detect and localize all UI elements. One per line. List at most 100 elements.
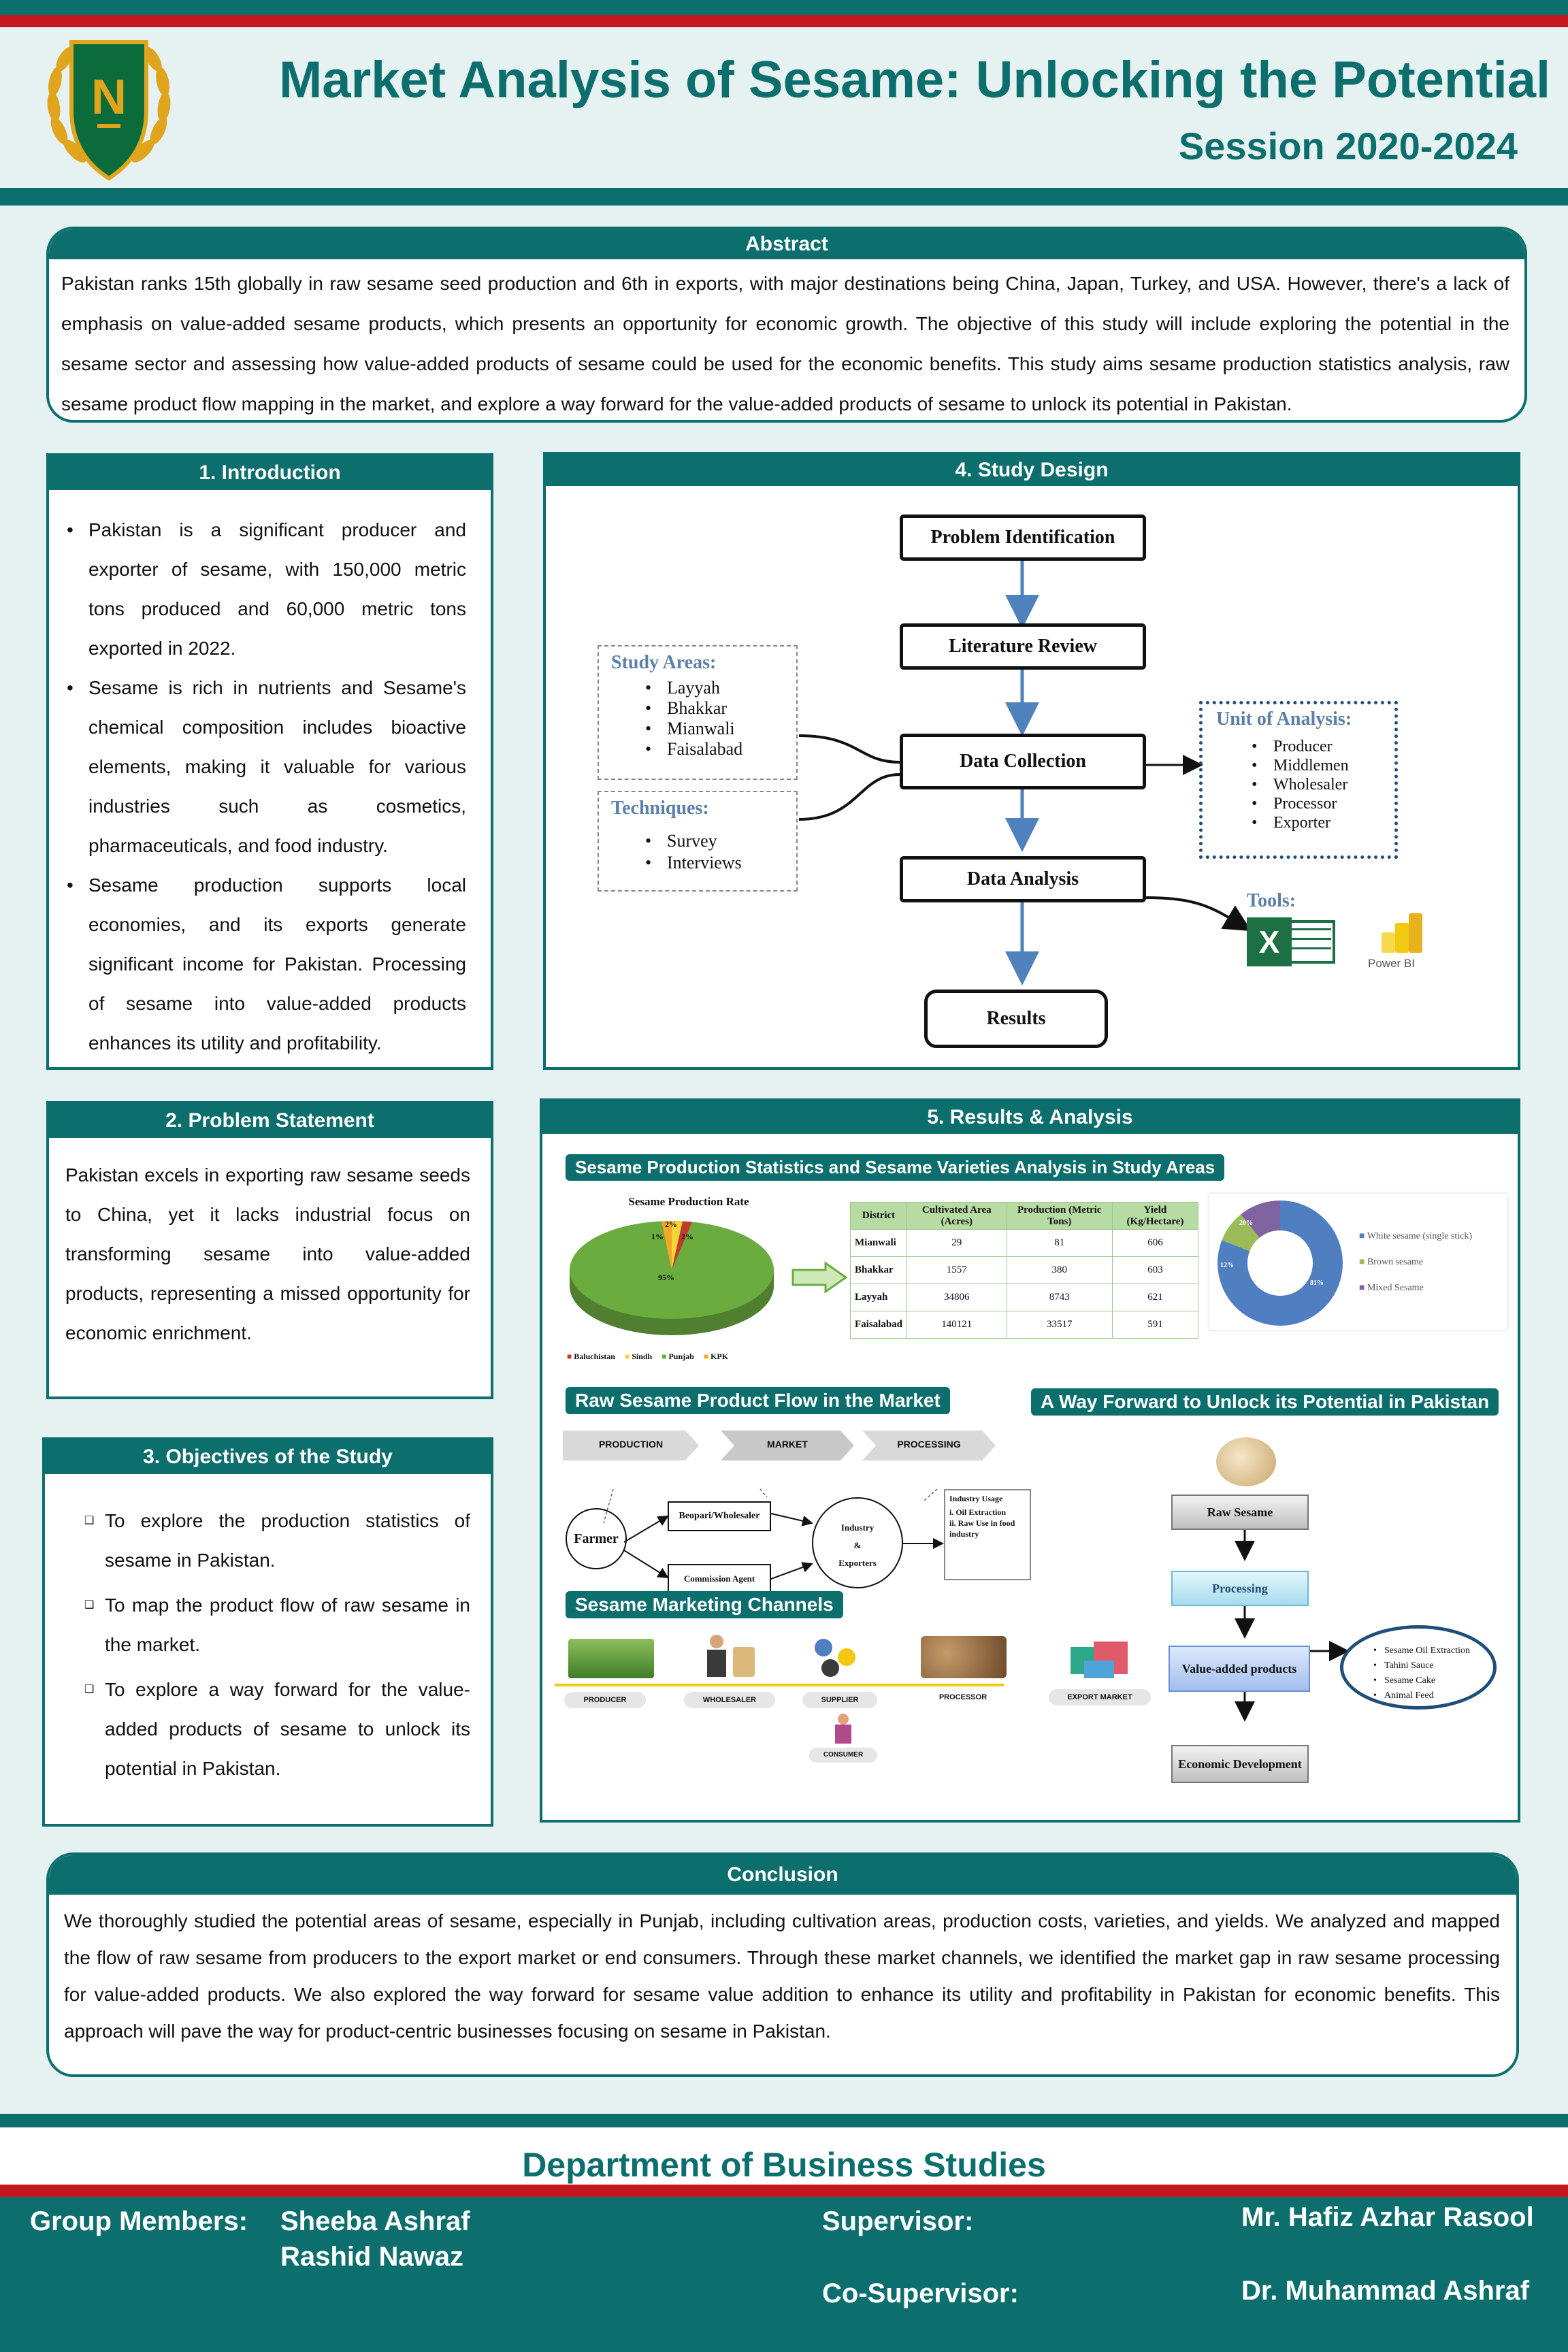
study-area-item: Faisalabad [642, 739, 796, 760]
value-product-item: Sesame Cake [1371, 1673, 1493, 1688]
supervisor-label: Supervisor: [822, 2206, 974, 2236]
technique-item: Interviews [642, 852, 796, 874]
pie-label-kpk: 2% [681, 1232, 693, 1241]
table-header: Yield (Kg/Hectare) [1111, 1202, 1199, 1230]
sesame-seeds-icon [1216, 1437, 1276, 1486]
producer-icon [568, 1639, 654, 1678]
pie-legend-item: ■ Sindh [624, 1352, 653, 1361]
results-heading: 5. Results & Analysis [542, 1101, 1518, 1134]
technique-item: Survey [642, 830, 796, 852]
department-band: Department of Business Studies [0, 2127, 1568, 2185]
value-products-ellipse: Sesame Oil Extraction Tahini Sauce Sesam… [1340, 1625, 1497, 1710]
flow-beopari: Beopari/Wholesaler [668, 1501, 771, 1531]
conclusion-text: We thoroughly studied the potential area… [64, 1910, 1500, 2042]
supervisor-name: Mr. Hafiz Azhar Rasool [1241, 2202, 1534, 2232]
session-label: Session 2020-2024 [1178, 125, 1518, 167]
group-members-label: Group Members: [30, 2206, 248, 2236]
channel-supplier: SUPPLIER [802, 1692, 877, 1708]
unit-of-analysis-box: Unit of Analysis: Producer Middlemen Who… [1199, 701, 1398, 859]
pie-label-baluchistan: 1% [651, 1232, 664, 1241]
study-area-item: Bhakkar [642, 698, 796, 719]
top-teal-bar [0, 0, 1568, 15]
powerbi-icon: Power BI [1368, 913, 1443, 979]
export-market-icon [1071, 1640, 1132, 1681]
value-products-list: Sesame Oil Extraction Tahini Sauce Sesam… [1371, 1644, 1493, 1703]
results-panel: 5. Results & Analysis Sesame Production … [540, 1098, 1520, 1823]
step-data-collection: Data Collection [900, 734, 1146, 789]
channel-producer: PRODUCER [564, 1692, 646, 1708]
donut-label-brown: 12% [1220, 1262, 1234, 1269]
unit-item: Processor [1249, 794, 1394, 813]
introduction-bullet: Sesame production supports local economi… [64, 866, 466, 1063]
varieties-donut-chart [1218, 1200, 1343, 1326]
arrow-icon [791, 1262, 847, 1293]
flow-connectors [603, 1488, 944, 1580]
unit-item: Middlemen [1249, 756, 1394, 775]
study-design-heading: 4. Study Design [546, 455, 1518, 486]
problem-heading: 2. Problem Statement [49, 1104, 491, 1138]
introduction-heading: 1. Introduction [49, 456, 491, 490]
channel-wholesaler: WHOLESALER [684, 1692, 775, 1708]
donut-legend-item: ■ Brown sesame [1359, 1257, 1424, 1267]
objectives-list: To explore the production statistics of … [45, 1474, 491, 1788]
varieties-donut-card: 81% 12% 20% ■ White sesame (single stick… [1209, 1194, 1507, 1330]
table-header: Production (Metric Tons) [1006, 1202, 1113, 1230]
production-pie-chart [570, 1221, 774, 1335]
flow-farmer: Farmer [566, 1508, 627, 1569]
value-product-item: Tahini Sauce [1371, 1659, 1493, 1673]
value-product-item: Animal Feed [1371, 1688, 1493, 1703]
way-step-raw-sesame: Raw Sesame [1171, 1494, 1309, 1530]
abstract-text: Pakistan ranks 15th globally in raw sesa… [61, 273, 1509, 414]
excel-letter: X [1247, 917, 1292, 966]
pie-legend-item: ■ Baluchistan [567, 1352, 615, 1361]
pie-chart-title: Sesame Production Rate [628, 1195, 749, 1208]
table-header: District [849, 1202, 908, 1230]
step-problem-identification: Problem Identification [900, 514, 1146, 561]
abstract-heading: Abstract [49, 229, 1524, 259]
pie-label-sindh: 2% [665, 1220, 677, 1229]
results-sub-marketing-channels: Sesame Marketing Channels [566, 1591, 843, 1618]
footer-top-bar [0, 2114, 1568, 2127]
unit-item: Producer [1249, 737, 1394, 756]
problem-text: Pakistan excels in exporting raw sesame … [65, 1164, 470, 1343]
abstract-panel: Abstract Pakistan ranks 15th globally in… [46, 227, 1527, 423]
poster-title: Market Analysis of Sesame: Unlocking the… [279, 51, 1551, 109]
introduction-bullet: Sesame is rich in nutrients and Sesame's… [64, 668, 466, 866]
district-table: District Cultivated Area (Acres) Product… [849, 1202, 1199, 1339]
top-red-bar [0, 15, 1568, 27]
unit-of-analysis-title: Unit of Analysis: [1216, 708, 1352, 730]
objectives-panel: 3. Objectives of the Study To explore th… [42, 1437, 493, 1827]
donut-label-mixed: 20% [1239, 1220, 1253, 1227]
cosupervisor-name: Dr. Muhammad Ashraf [1241, 2276, 1530, 2306]
techniques-box: Techniques: Survey Interviews [598, 791, 798, 892]
member-name: Sheeba Ashraf [280, 2206, 470, 2236]
study-area-item: Layyah [642, 678, 796, 698]
introduction-panel: 1. Introduction Pakistan is a significan… [46, 453, 493, 1070]
marketing-channels-strip: PRODUCER WHOLESALER SUPPLIER PROCESSOR C… [555, 1632, 1007, 1775]
value-product-item: Sesame Oil Extraction [1371, 1644, 1493, 1659]
excel-icon: X [1247, 917, 1338, 966]
flow-industry-usage: Industry Usage i. Oil Extraction ii. Raw… [944, 1489, 1031, 1580]
unit-item: Wholesaler [1249, 775, 1394, 794]
objective-item: To explore a way forward for the value-a… [80, 1670, 470, 1788]
objective-item: To explore the production statistics of … [80, 1501, 470, 1580]
tools-title: Tools: [1247, 890, 1296, 911]
techniques-list: Survey Interviews [611, 830, 796, 874]
problem-panel: 2. Problem Statement Pakistan excels in … [46, 1101, 493, 1399]
way-step-processing: Processing [1171, 1571, 1309, 1606]
step-literature-review: Literature Review [900, 623, 1146, 670]
flow-commission-agent: Commission Agent [668, 1564, 771, 1594]
pie-legend-item: ■ KPK [703, 1352, 729, 1361]
flow-usage-item: ii. Raw Use in food industry [949, 1518, 1015, 1539]
flow-stage-production: PRODUCTION [598, 1439, 664, 1450]
results-sub-way-forward: A Way Forward to Unlock its Potential in… [1031, 1388, 1499, 1416]
conclusion-panel: Conclusion We thoroughly studied the pot… [46, 1852, 1519, 2077]
footer-red-bar [0, 2185, 1568, 2197]
university-logo: N [44, 29, 174, 189]
flow-stages-bar: PRODUCTION MARKET PROCESSING [563, 1431, 998, 1460]
pie-legend: ■ Baluchistan ■ Sindh ■ Punjab ■ KPK [567, 1352, 791, 1362]
donut-legend-item: ■ White sesame (single stick) [1359, 1231, 1473, 1241]
